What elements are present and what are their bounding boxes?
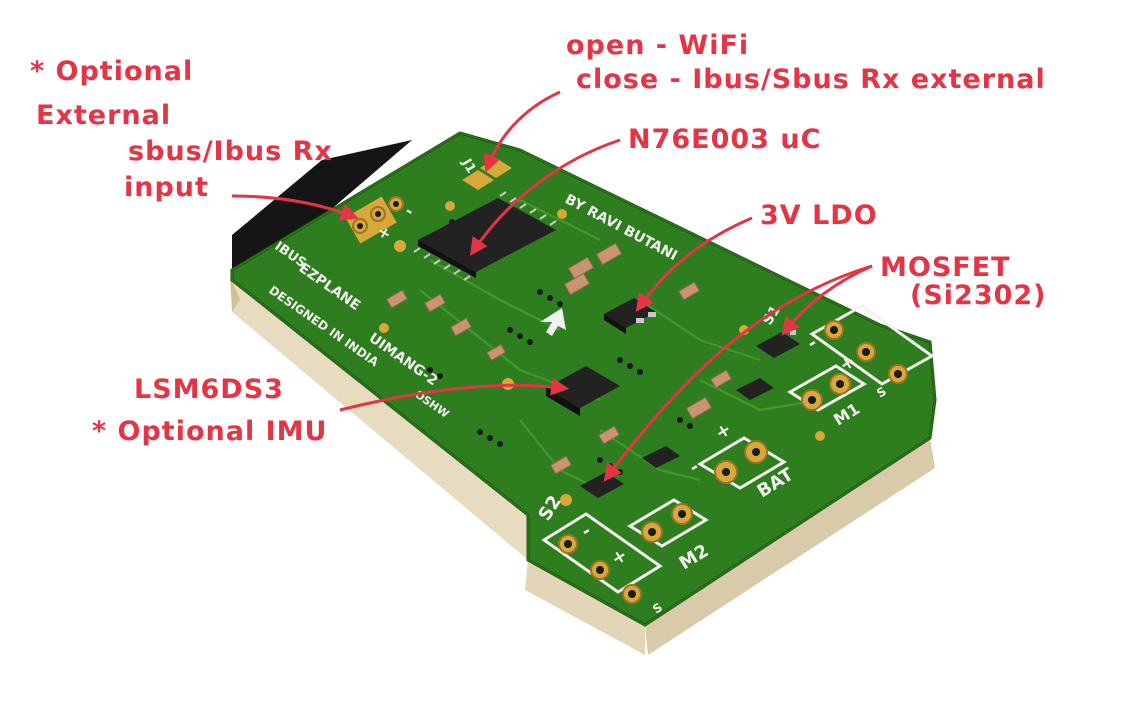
annotation-jumper-close: close - Ibus/Sbus Rx external <box>576 64 1046 95</box>
board-edge <box>230 275 935 655</box>
smd-passives <box>386 242 732 475</box>
annotation-mcu: N76E003 uC <box>628 124 821 155</box>
annotation-labels: * Optional External sbus/Ibus Rx input o… <box>30 30 1047 447</box>
annotation-mosfet-part: (Si2302) <box>910 280 1047 311</box>
annotation-input: input <box>124 172 209 203</box>
annotation-sbus-ibus-rx: sbus/Ibus Rx <box>128 136 333 167</box>
diode-1 <box>736 378 774 400</box>
annotation-jumper-open: open - WiFi <box>566 30 749 61</box>
annotation-imu: LSM6DS3 <box>134 374 284 405</box>
annotation-arrows <box>231 90 873 482</box>
direction-arrow-icon <box>540 308 566 336</box>
rx-input-header <box>345 196 404 244</box>
annotation-ldo: 3V LDO <box>760 200 878 231</box>
diode-2 <box>642 446 680 468</box>
silk-j1: J1 <box>458 156 478 176</box>
m1-header <box>787 304 935 412</box>
annotation-mosfet: MOSFET <box>880 252 1011 283</box>
m2-header <box>541 498 709 604</box>
annotation-optional-imu: * Optional IMU <box>92 416 327 447</box>
n76e003-mcu-chip <box>413 191 557 281</box>
bat-header <box>697 436 787 490</box>
annotation-external: External <box>36 100 171 131</box>
annotation-optional: * Optional <box>30 56 193 87</box>
